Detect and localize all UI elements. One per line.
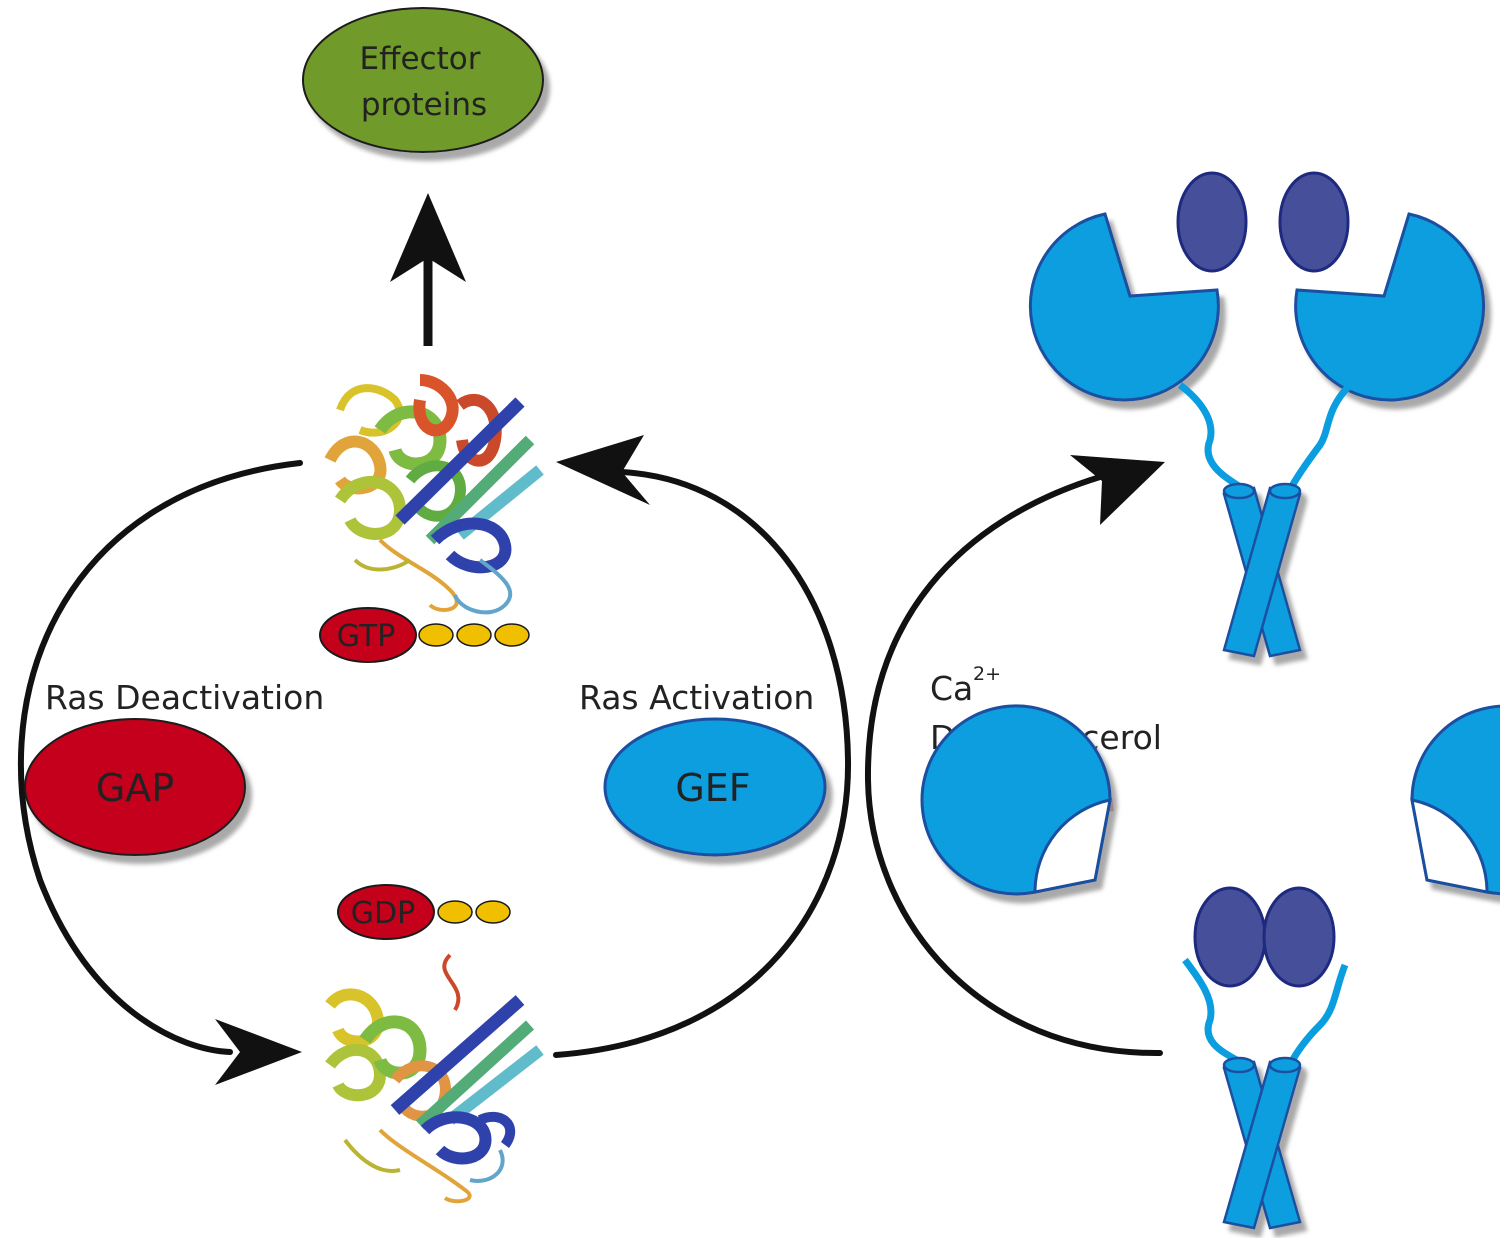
ras-active-structure bbox=[324, 374, 544, 615]
gap-label: GAP bbox=[96, 766, 174, 810]
phosphate-3 bbox=[494, 623, 530, 647]
lobe-right bbox=[1278, 171, 1350, 273]
rasgrp-active-dimer bbox=[920, 704, 1500, 1230]
gap-node: GAP bbox=[24, 718, 246, 856]
linker-right bbox=[1286, 382, 1353, 492]
gef-label: GEF bbox=[675, 766, 750, 810]
lobe-left bbox=[1193, 886, 1267, 988]
linker-left bbox=[1177, 382, 1247, 493]
gef-ellipse bbox=[603, 717, 827, 857]
linker-left bbox=[1182, 957, 1247, 1068]
effector-label-line1: Effector bbox=[360, 41, 481, 77]
gap-ellipse bbox=[24, 718, 246, 856]
gtp-molecule: GTP bbox=[319, 607, 530, 663]
domain-right bbox=[1294, 212, 1486, 402]
gef-node: GEF bbox=[603, 717, 827, 857]
gdp-label: GDP bbox=[351, 896, 415, 931]
phosphate-2 bbox=[456, 623, 492, 647]
gtp-label: GTP bbox=[337, 619, 396, 654]
effector-label-line2: proteins bbox=[361, 87, 487, 123]
gdp-molecule: GDP bbox=[337, 884, 511, 940]
gtp-base bbox=[319, 607, 417, 663]
rasgrp-inactive-dimer bbox=[1028, 171, 1486, 658]
calcium-symbol: Ca bbox=[930, 669, 973, 708]
phosphate-2 bbox=[475, 900, 511, 924]
ras-inactive-structure bbox=[325, 953, 544, 1204]
effector-proteins-node: Effector proteins bbox=[302, 7, 544, 153]
lobe-right bbox=[1262, 886, 1336, 988]
calcium-charge: 2+ bbox=[973, 663, 1001, 685]
effector-ellipse bbox=[302, 7, 544, 153]
ras-deactivation-label: Ras Deactivation bbox=[45, 678, 324, 717]
gdp-base bbox=[337, 884, 435, 940]
deactivation-arc bbox=[18, 460, 303, 1085]
lobe-left bbox=[1176, 171, 1248, 273]
calcium-label: Ca 2+ bbox=[930, 663, 1001, 708]
ras-activation-label: Ras Activation bbox=[579, 678, 814, 717]
phosphate-1 bbox=[437, 900, 473, 924]
phosphate-1 bbox=[418, 623, 454, 647]
effector-arrow bbox=[390, 193, 466, 346]
activation-arc bbox=[553, 435, 852, 1058]
rasgrp-activation-arc bbox=[864, 455, 1165, 1057]
domain-left bbox=[1028, 212, 1220, 402]
linker-right bbox=[1286, 963, 1349, 1067]
